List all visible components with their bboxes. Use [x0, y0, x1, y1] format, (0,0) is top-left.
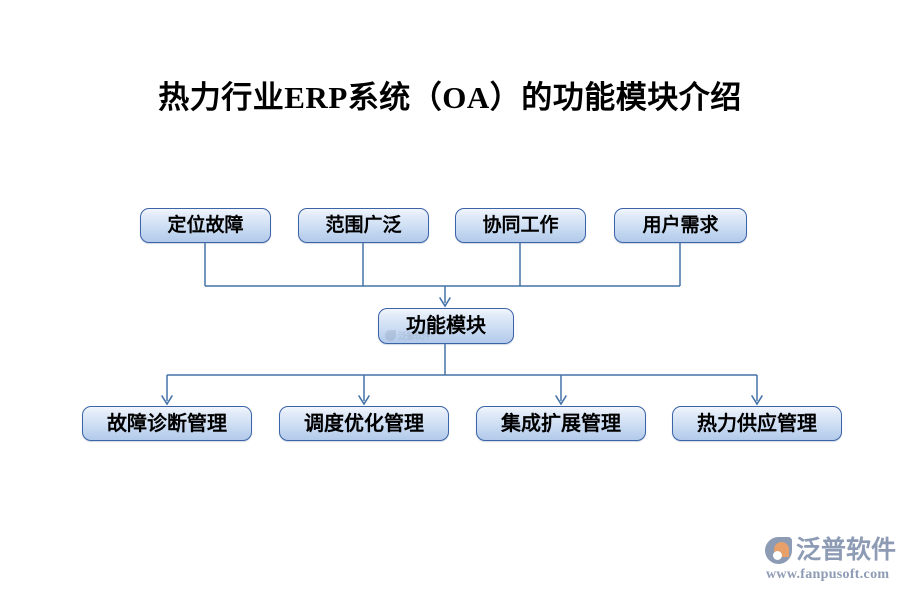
brand-url: www.fanpusoft.com: [766, 567, 890, 582]
node-top-2[interactable]: 范围广泛: [298, 208, 429, 243]
node-bottom-1[interactable]: 故障诊断管理: [82, 406, 252, 441]
node-top-1[interactable]: 定位故障: [140, 208, 271, 243]
node-label: 集成扩展管理: [501, 412, 621, 435]
node-label: 范围广泛: [325, 215, 402, 236]
logo-row: 泛普软件: [765, 534, 897, 566]
node-bottom-2[interactable]: 调度优化管理: [279, 406, 449, 441]
node-label: 热力供应管理: [697, 412, 817, 435]
brand-name: 泛普软件: [796, 536, 897, 564]
watermark-mark-icon: [385, 330, 396, 341]
node-bottom-3[interactable]: 集成扩展管理: [476, 406, 646, 441]
node-label: 故障诊断管理: [107, 412, 227, 435]
node-label: 调度优化管理: [304, 412, 424, 435]
node-label: 定位故障: [167, 215, 244, 236]
footer-logo: 泛普软件 www.fanpusoft.com: [765, 534, 897, 590]
node-top-3[interactable]: 协同工作: [455, 208, 586, 243]
node-label: 功能模块: [406, 315, 486, 337]
node-top-4[interactable]: 用户需求: [614, 208, 747, 243]
node-bottom-4[interactable]: 热力供应管理: [672, 406, 842, 441]
node-center-functional-modules[interactable]: 泛普软件 功能模块: [378, 308, 514, 344]
node-label: 用户需求: [642, 215, 719, 236]
page-title: 热力行业ERP系统（OA）的功能模块介绍: [158, 80, 742, 115]
fanpu-logo-icon: [765, 536, 792, 564]
node-label: 协同工作: [482, 215, 559, 236]
